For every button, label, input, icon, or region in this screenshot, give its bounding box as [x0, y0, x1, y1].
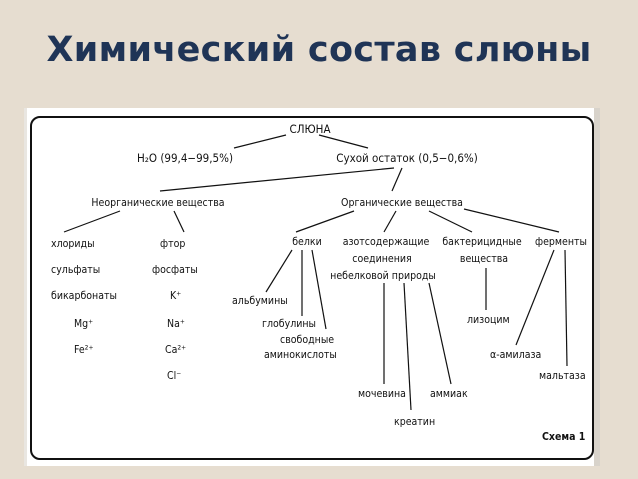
node-bactericidal-line1: бактерицидные	[442, 236, 522, 248]
item-aminoacids: аминокислоты	[264, 349, 337, 361]
node-proteins: белки	[292, 236, 322, 248]
line-inorg-right	[173, 210, 185, 233]
line-root-dry	[318, 134, 369, 149]
line-dry-inorganic	[159, 167, 395, 192]
item-na: Na⁺	[167, 318, 185, 330]
diagram-frame	[30, 116, 594, 460]
item-albumins: альбумины	[232, 295, 288, 307]
item-maltase: мальтаза	[539, 370, 586, 382]
panel-edge-left	[24, 108, 27, 466]
node-nitrogen-line1: азотсодержащие	[342, 236, 430, 248]
line-nitrogen-ammonia	[428, 282, 452, 385]
item-ammonia: аммиак	[430, 388, 468, 400]
item-bicarbonates: бикарбонаты	[51, 290, 117, 302]
item-fe: Fe²⁺	[74, 344, 94, 356]
connector-lines	[63, 134, 568, 411]
item-mg: Mg⁺	[74, 318, 94, 330]
node-water: H₂O (99,4−99,5%)	[137, 151, 233, 165]
item-k: K⁺	[170, 290, 182, 302]
item-cl: Cl⁻	[167, 370, 182, 382]
line-root-water	[233, 134, 287, 149]
item-phosphates: фосфаты	[152, 264, 198, 276]
line-proteins-aminoacids	[311, 249, 327, 330]
item-urea: мочевина	[358, 388, 406, 400]
item-ca: Ca²⁺	[165, 344, 187, 356]
line-dry-organic	[391, 167, 403, 192]
item-chlorides: хлориды	[51, 238, 95, 250]
line-proteins-albumins	[265, 249, 293, 293]
line-inorg-left	[63, 210, 121, 233]
node-inorganic: Неорганические вещества	[91, 197, 225, 209]
line-org-enzymes	[463, 208, 560, 233]
node-dry-residue: Сухой остаток (0,5−0,6%)	[336, 151, 478, 165]
line-org-bactericidal	[428, 210, 473, 233]
node-nitrogen-line2: соединения	[352, 253, 412, 265]
item-globulins: глобулины	[262, 318, 317, 330]
diagram-panel: СЛЮНА H₂O (99,4−99,5%) Сухой остаток (0,…	[24, 108, 600, 466]
item-free: свободные	[280, 334, 335, 346]
node-enzymes: ферменты	[535, 236, 587, 248]
item-sulfates: сульфаты	[51, 264, 101, 276]
item-creatine: креатин	[394, 416, 436, 428]
item-alpha-amylase: α-амилаза	[490, 349, 542, 361]
node-organic: Органические вещества	[341, 197, 463, 209]
item-lysozyme: лизоцим	[467, 314, 510, 326]
line-org-nitrogen	[383, 210, 397, 233]
line-enzymes-amylase	[515, 249, 555, 346]
line-enzymes-maltase	[564, 249, 568, 367]
panel-edge-right	[594, 108, 600, 466]
node-nitrogen-line3: небелковой природы	[330, 270, 436, 282]
node-bactericidal-line2: вещества	[459, 253, 509, 265]
diagram-caption: Схема 1	[542, 431, 586, 443]
line-org-proteins	[295, 210, 355, 233]
node-saliva: СЛЮНА	[289, 122, 331, 136]
slide-title: Химический состав слюны	[46, 30, 592, 70]
item-fluorine: фтор	[160, 238, 186, 250]
line-nitrogen-creatine	[403, 282, 412, 411]
